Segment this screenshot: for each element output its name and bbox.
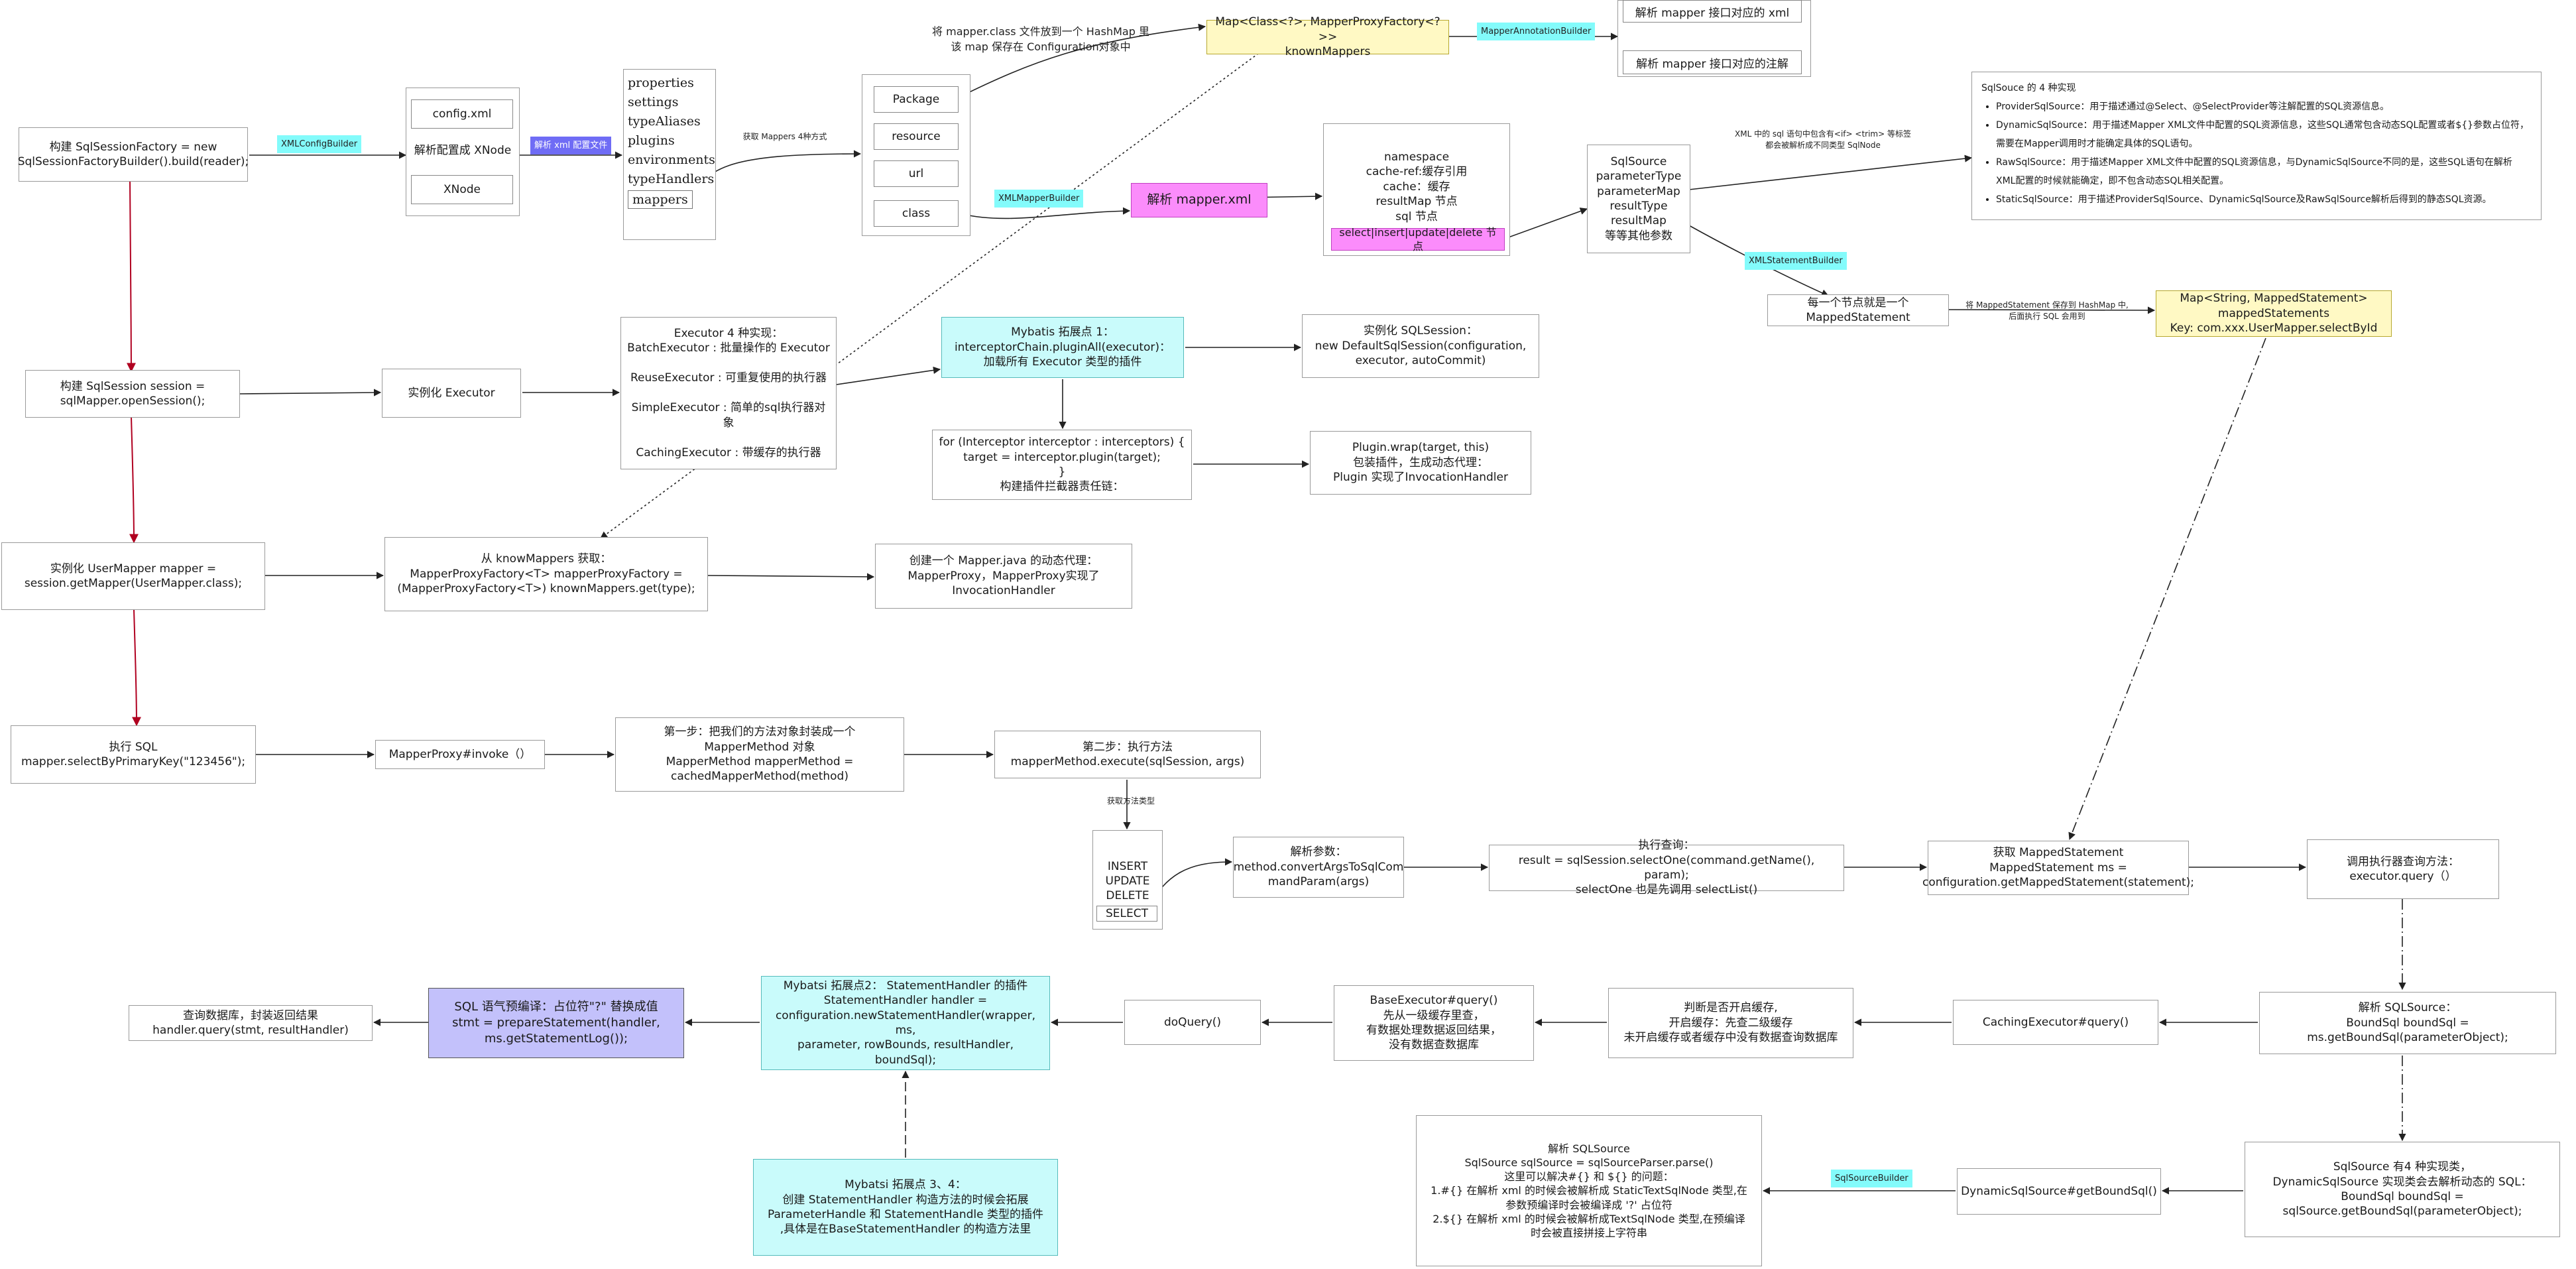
edge-knownmappers-dotted	[600, 47, 1267, 539]
caching-executor-query-box: CachingExecutor#query()	[1953, 1000, 2158, 1045]
method-type-select: SELECT	[1096, 906, 1157, 922]
edge-known-proxy	[707, 573, 875, 581]
source-package: Package	[874, 86, 959, 113]
parse-sqlsource-box: 解析 SQLSource： BoundSql boundSql = ms.get…	[2259, 992, 2556, 1054]
interceptor-loop-box: for (Interceptor interceptor : intercept…	[932, 430, 1192, 500]
from-known-mappers-box: 从 knowMappers 获取： MapperProxyFactory<T> …	[384, 537, 708, 611]
build-sqlsessionfactory-box: 构建 SqlSessionFactory = new SqlSessionFac…	[18, 127, 249, 182]
check-cache-box: 判断是否开启缓存, 开启缓存：先查二级缓存 未开启缓存或者缓存中没有数据查询数据…	[1608, 988, 1853, 1058]
method-type-insert: INSERT	[1107, 860, 1148, 873]
xml-config-builder-tag: XMLConfigBuilder	[277, 135, 362, 153]
query-db-box: 查询数据库，封装返回结果 handler.query(stmt, resultH…	[129, 1005, 373, 1041]
execute-query-box: 执行查询： result = sqlSession.selectOne(comm…	[1489, 839, 1844, 896]
mapper-annotation-builder-tag: MapperAnnotationBuilder	[1477, 23, 1596, 40]
plugin-point-1-box: Mybatis 拓展点 1： interceptorChain.pluginAl…	[941, 317, 1184, 378]
edge-sqlsource-impls	[1688, 154, 1973, 190]
step-two-box: 第二步：执行方法 mapperMethod.execute(sqlSession…	[994, 731, 1261, 778]
sql-precompile-box: SQL 语气预编译：占位符"?" 替换成值 stmt = prepareStat…	[428, 988, 684, 1058]
xml-statement-builder-tag: XMLStatementBuilder	[1745, 252, 1847, 270]
parse-mapper-annotation-item: 解析 mapper 接口对应的注解	[1623, 50, 1802, 74]
sqlsource-impl-provider: ProviderSqlSource：用于描述通过@Select、@SelectP…	[1996, 97, 2532, 116]
new-default-sqlsession-box: 实例化 SQLSession： new DefaultSqlSession(co…	[1302, 314, 1539, 378]
config-item-typehandlers: typeHandlers	[628, 172, 715, 186]
sql-source-params-box: SqlSource parameterType parameterMap res…	[1587, 145, 1690, 253]
sqlsource-impl-raw: RawSqlSource：用于描述Mapper XML文件中配置的SQL资源信息…	[1996, 153, 2532, 190]
get-mappers-ways-note: 获取 Mappers 4种方式	[742, 132, 827, 141]
edge-session-to-getmapper	[129, 416, 139, 544]
edge-class-parsexml	[959, 207, 1131, 219]
edge-getmapper-to-exec	[131, 609, 141, 727]
get-mapper-box: 实例化 UserMapper mapper = session.getMappe…	[1, 542, 265, 610]
source-resource: resource	[874, 123, 959, 150]
edge-types-plugin1	[836, 366, 941, 385]
source-class: class	[874, 200, 959, 227]
instantiate-executor-box: 实例化 Executor	[382, 369, 521, 418]
create-dynamic-proxy-box: 创建一个 Mapper.java 的动态代理： MapperProxy，Mapp…	[875, 544, 1132, 609]
xml-sql-trim-note: XML 中的 sql 语句中包含有<if> <trim> 等标签 都会被解析成不…	[1735, 129, 1911, 151]
parse-xml-config-tag: 解析 xml 配置文件	[530, 137, 612, 154]
mapper-xml-nodes-text: namespace cache-ref:缓存引用 cache：缓存 result…	[1366, 151, 1468, 223]
parse-mapper-xml-box: 解析 mapper.xml	[1131, 183, 1267, 217]
plugin-point-3-4-box: Mybatsi 拓展点 3、4： 创建 StatementHandler 构造方…	[753, 1159, 1058, 1256]
parse-mapper-xml-item: 解析 mapper 接口对应的 xml	[1623, 0, 1802, 23]
sqlsource-four-impls-box: SqlSource 有4 种实现类， DynamicSqlSource 实现类会…	[2245, 1142, 2560, 1237]
xml-mapper-builder-tag: XMLMapperBuilder	[994, 190, 1084, 208]
sqlsource-impl-dynamic: DynamicSqlSource：用于描述Mapper XML文件中配置的SQL…	[1996, 116, 2532, 153]
step-one-box: 第一步：把我们的方法对象封装成一个 MapperMethod 对象 Mapper…	[615, 717, 904, 792]
edge-mapped-dashed	[2068, 337, 2266, 841]
dynamic-sqlsource-getboundsql-box: DynamicSqlSource#getBoundSql()	[1957, 1168, 2161, 1215]
each-node-mapped-statement-box: 每一个节点就是一个 MappedStatement	[1767, 294, 1949, 326]
crud-nodes-box: select|insert|update|delete 节点	[1331, 226, 1505, 253]
config-item-environments: environments	[628, 152, 715, 167]
base-executor-query-box: BaseExecutor#query() 先从一级缓存里查， 有数据处理数据返回…	[1334, 985, 1534, 1061]
config-item-settings: settings	[628, 95, 679, 109]
source-url: url	[874, 160, 959, 187]
plugin-point-2-box: Mybatsi 拓展点2： StatementHandler 的插件 State…	[761, 976, 1050, 1070]
method-type-update: UPDATE	[1105, 875, 1150, 888]
plugin-wrap-box: Plugin.wrap(target, this) 包装插件，生成动态代理： P…	[1310, 431, 1531, 495]
edge-package-knownmappers	[954, 23, 1206, 100]
xnode-box: XNode	[411, 175, 513, 204]
sqlsource-impls-title: SqlSouce 的 4 种实现	[1981, 83, 2076, 93]
config-item-properties: properties	[628, 76, 694, 90]
config-xml-box: config.xml	[411, 99, 513, 129]
get-method-type-note: 获取方法类型	[1106, 796, 1155, 806]
build-sqlsession-box: 构建 SqlSession session = sqlMapper.openSe…	[25, 370, 240, 418]
parse-params-box: 解析参数： method.convertArgsToSqlCom mandPar…	[1233, 837, 1404, 898]
sqlsource-impl-static: StaticSqlSource：用于描述ProviderSqlSource、Dy…	[1996, 190, 2532, 209]
mappers-item: mappers	[628, 190, 693, 209]
mapper-proxy-invoke-box: MapperProxy#invoke（）	[375, 740, 545, 769]
method-type-delete: DELETE	[1106, 889, 1149, 902]
config-items-list: properties settings typeAliases plugins …	[623, 69, 716, 240]
mapped-statement-hashmap-note: 将 MappedStatement 保存到 HashMap 中, 后面执行 SQ…	[1965, 300, 2129, 322]
executor-types-box: Executor 4 种实现： BatchExecutor : 批量操作的 Ex…	[620, 317, 837, 469]
mapper-class-hashmap-note: 将 mapper.class 文件放到一个 HashMap 里 该 map 保存…	[932, 25, 1149, 54]
edge-crud-sqlsource	[1504, 208, 1588, 239]
sql-source-builder-tag: SqlSourceBuilder	[1831, 1170, 1912, 1187]
config-item-plugins: plugins	[628, 133, 675, 148]
mapped-statements-map-box: Map<String, MappedStatement> mappedState…	[2156, 290, 2392, 337]
known-mappers-box: Map<Class<?>, MapperProxyFactory<?>> kno…	[1206, 15, 1449, 58]
executor-query-box: 调用执行器查询方法： executor.query（）	[2307, 839, 2499, 899]
edge-factory-to-session	[126, 178, 136, 373]
edge-session-executor	[239, 389, 382, 396]
parse-config-xnode-label: 解析配置成 XNode	[414, 144, 512, 157]
execute-sql-box: 执行 SQL mapper.selectByPrimaryKey("123456…	[11, 725, 256, 784]
config-item-typealiases: typeAliases	[628, 114, 701, 129]
parse-sqlsource-detail-box: 解析 SQLSource SqlSource sqlSource = sqlSo…	[1416, 1115, 1762, 1266]
get-mapped-statement-box: 获取 MappedStatement MappedStatement ms = …	[1922, 841, 2194, 895]
do-query-box: doQuery()	[1124, 1000, 1261, 1045]
sqlsource-impls-list: SqlSouce 的 4 种实现 ProviderSqlSource：用于描述通…	[1971, 72, 2542, 220]
